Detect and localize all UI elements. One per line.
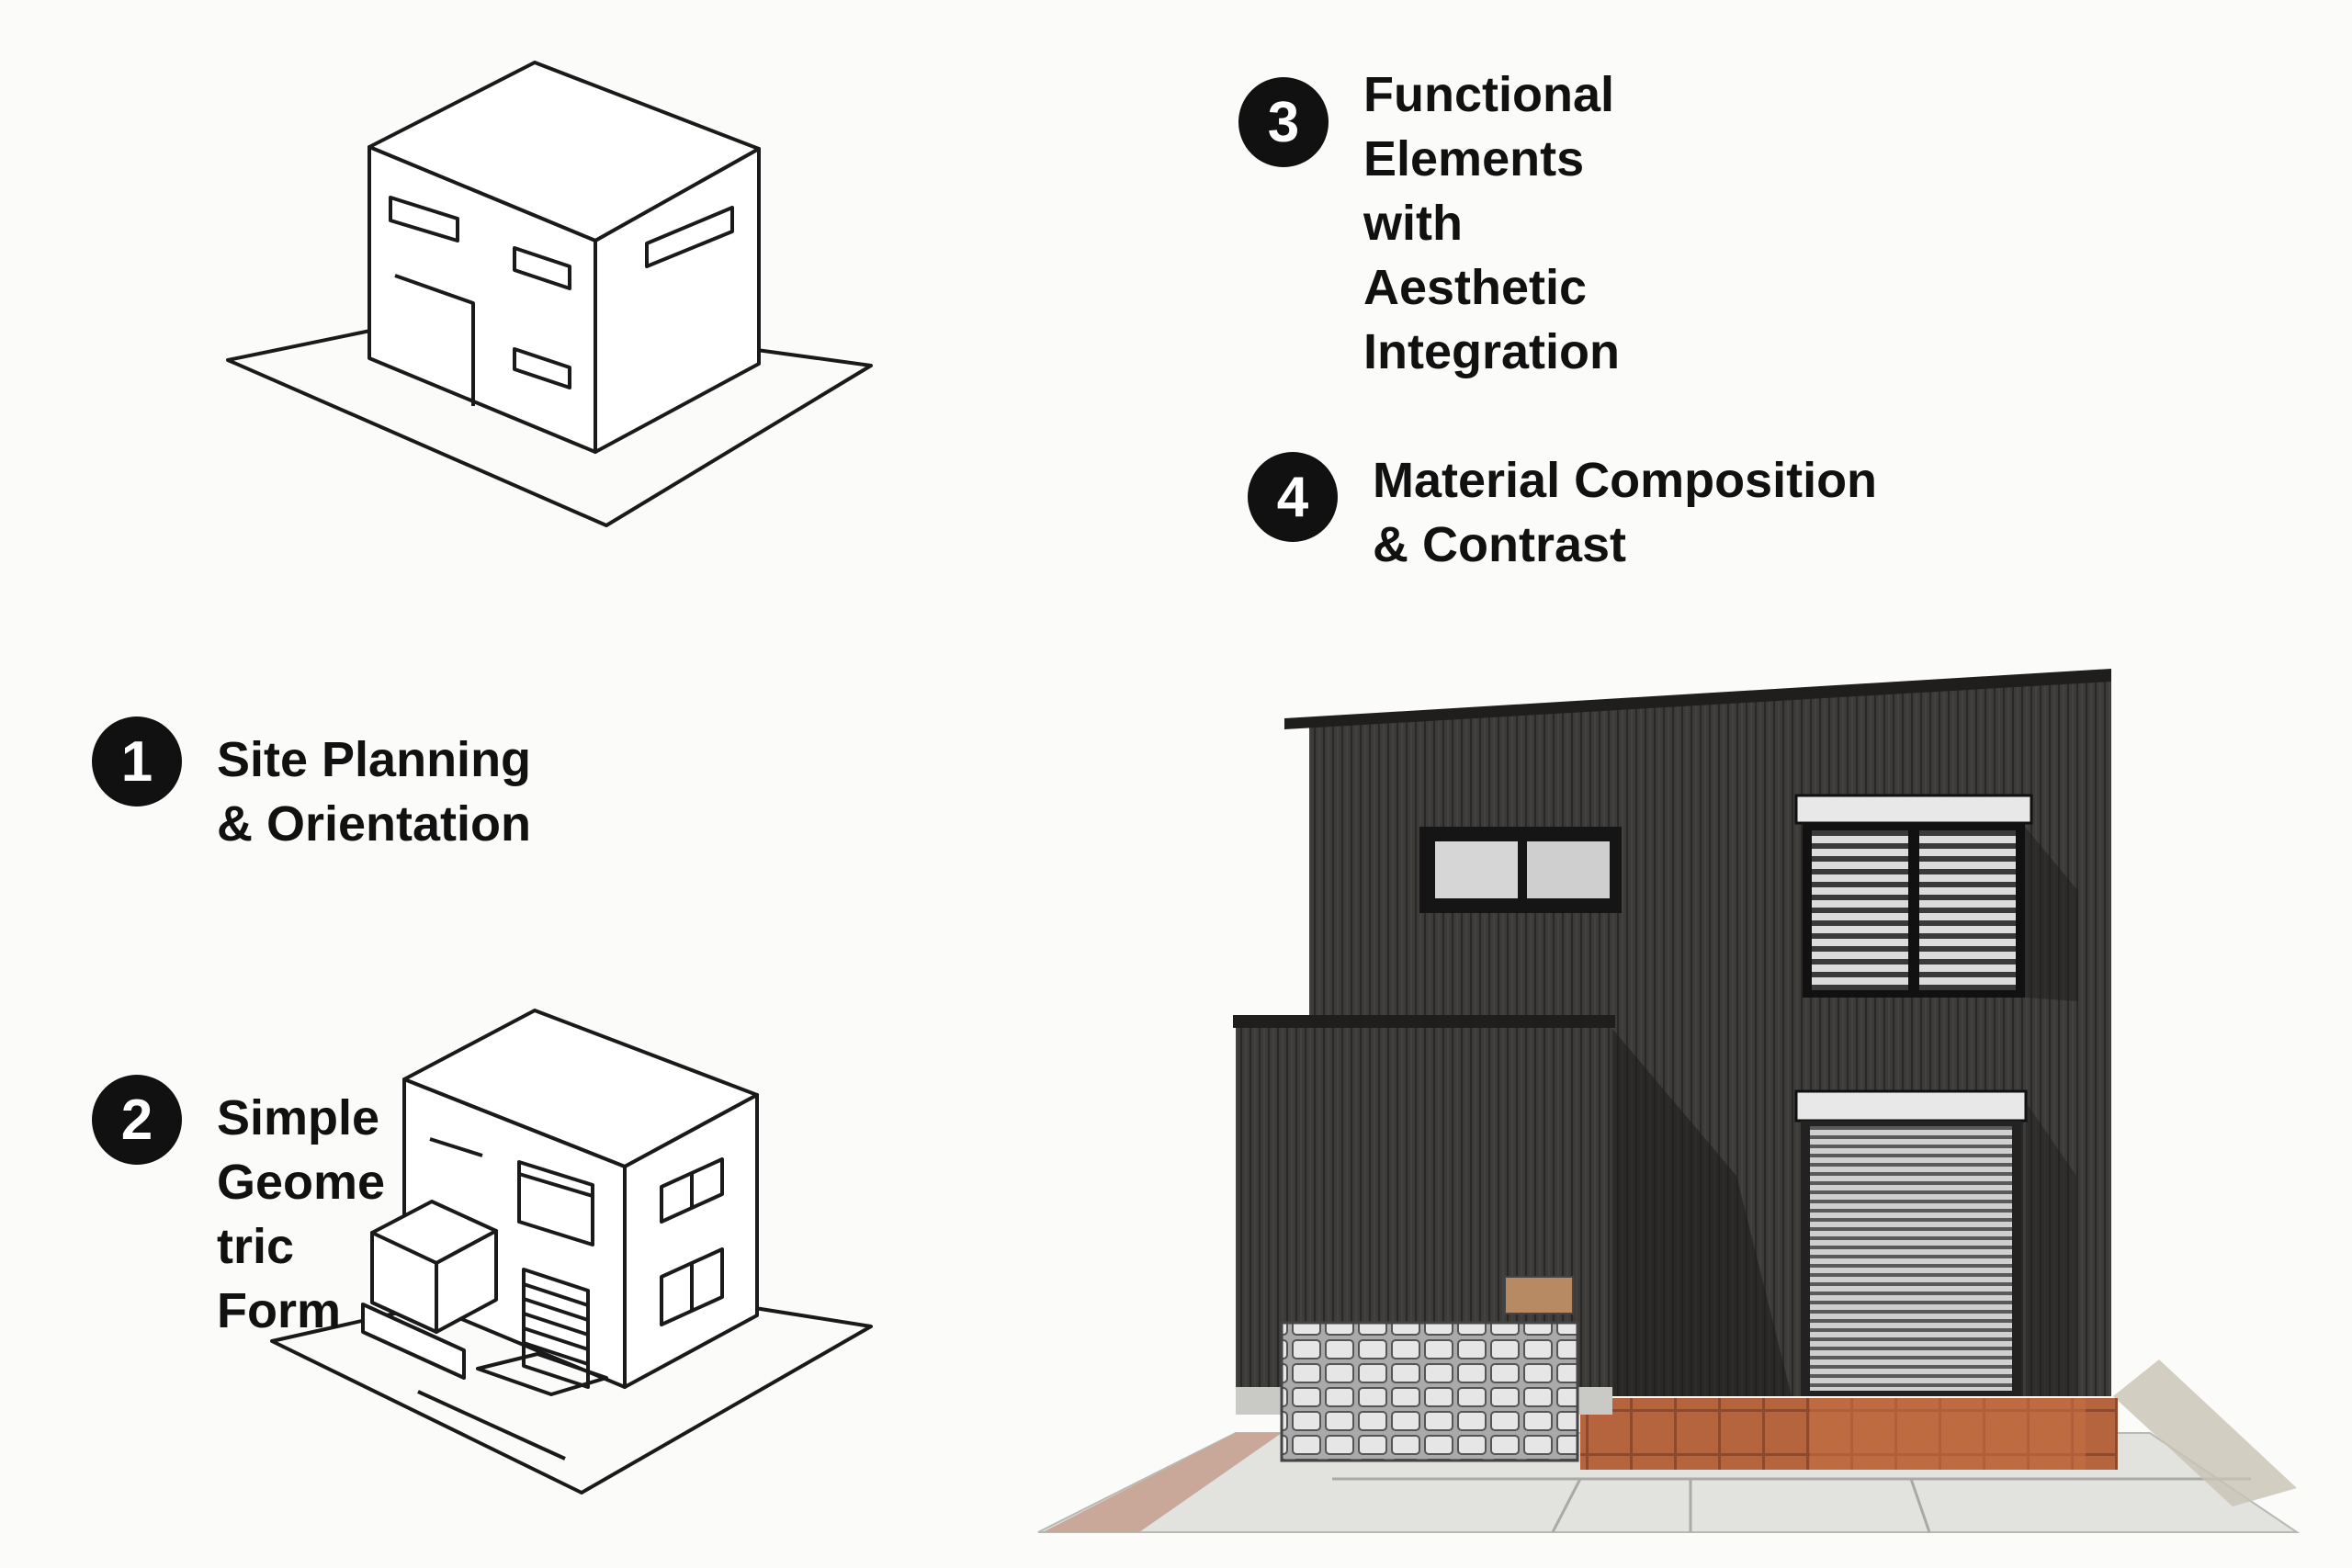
step-label: Site Planning & Orientation — [217, 732, 532, 852]
detailed-house-sketch-icon — [270, 1009, 873, 1495]
step-functional-elements: 3 Functional Elements with Aesthetic Int… — [1238, 67, 1620, 384]
step-label: Functional Elements with Aesthetic Integ… — [1363, 67, 1620, 379]
step-material-composition: 4 Material Composition & Contrast — [1248, 452, 1877, 577]
step-number-badge: 4 — [1248, 452, 1338, 542]
step-label: Simple Geome tric Form — [217, 1090, 386, 1338]
step-number-badge: 2 — [92, 1075, 182, 1165]
step-site-planning: 1 Site Planning & Orientation — [92, 716, 531, 856]
house-sketch-icon — [226, 61, 873, 527]
step-number-badge: 1 — [92, 716, 182, 807]
step-geometric-form: 2 Simple Geome tric Form — [92, 1075, 385, 1343]
step-number-badge: 3 — [1238, 77, 1329, 167]
step-label: Material Composition & Contrast — [1373, 453, 1878, 572]
house-rendering-icon — [1037, 669, 2301, 1533]
